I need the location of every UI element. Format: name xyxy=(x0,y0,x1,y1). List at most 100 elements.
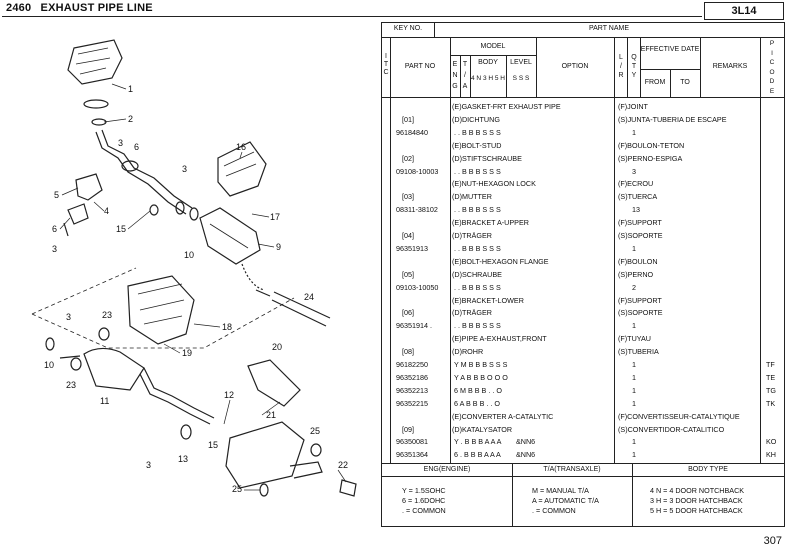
model-cell: . . B B B S S S xyxy=(454,243,501,253)
description-alt-cell: (S)CONVERTIDOR-CATALITICO xyxy=(618,424,725,434)
picode-cell: KO xyxy=(766,437,777,447)
qty-cell: 3 xyxy=(632,166,636,176)
description-alt-cell: (S)JUNTA-TUBERIA DE ESCAPE xyxy=(618,114,727,124)
qty-cell: 1 xyxy=(632,321,636,331)
model-cell: Y A B B B O O O xyxy=(454,372,508,382)
qty-cell: 1 xyxy=(632,450,636,460)
key-no-cell: [02] xyxy=(402,153,414,163)
description-alt-cell: (S)SOPORTE xyxy=(618,308,663,318)
callout-3e: 3 xyxy=(146,460,151,470)
part-no-cell: 96352215 xyxy=(396,398,428,408)
model-cell: 6 M B B B . . O xyxy=(454,385,502,395)
qty-cell: 1 xyxy=(632,385,636,395)
legend-box: ENG(ENGINE) T/A(TRANSAXLE) BODY TYPE Y =… xyxy=(381,463,785,527)
part-no-cell: 09108-10003 xyxy=(396,166,439,176)
callout-6: 6 xyxy=(134,142,139,152)
qty-cell: 2 xyxy=(632,282,636,292)
table-row: (E)BOLT-STUD(F)BOULON-TETON xyxy=(382,140,784,152)
description-cell: (D)ROHR xyxy=(452,347,484,357)
table-row: (E)BRACKET-LOWER(F)SUPPORT xyxy=(382,295,784,307)
tail-muffler xyxy=(225,421,305,489)
table-row: [04](D)TRÄGER(S)SOPORTE xyxy=(382,230,784,242)
table-row: 96351913 . . B B B S S S 1 xyxy=(382,243,784,255)
exhaust-exploded-diagram: 1 2 3 6 5 4 6 3 15 10 16 3 17 9 24 18 19… xyxy=(31,39,357,497)
callout-3d: 3 xyxy=(66,312,71,322)
callout-15b: 15 xyxy=(208,440,218,450)
callout-6b: 6 xyxy=(52,224,57,234)
description-cell: (E)CONVERTER A-CATALYTIC xyxy=(452,411,554,421)
exhaust-manifold xyxy=(67,39,123,85)
callout-9: 9 xyxy=(276,242,281,252)
key-no-cell: [05] xyxy=(402,269,414,279)
table-row: [05](D)SCHRAUBE(S)PERNO xyxy=(382,269,784,281)
callout-2: 2 xyxy=(128,114,133,124)
description-cell: (D)TRÄGER xyxy=(452,308,492,318)
description-cell: (E)BRACKET-LOWER xyxy=(452,295,524,305)
model-cell: Y M B B B S S S xyxy=(454,360,508,369)
header-level-cols: S S S xyxy=(512,75,530,82)
section-code-box: 3L14 xyxy=(704,2,784,20)
callout-22: 22 xyxy=(338,460,348,470)
description-alt-cell: (F)CONVERTISSEUR-CATALYTIQUE xyxy=(618,411,740,421)
description-cell: (D)KATALYSATOR xyxy=(452,424,513,434)
description-cell: (E)BRACKET A-UPPER xyxy=(452,218,529,228)
description-cell: (D)SCHRAUBE xyxy=(452,269,502,279)
qty-cell: 1 xyxy=(632,437,636,447)
description-alt-cell: (S)TUBERIA xyxy=(618,347,659,357)
legend-ta-title: T/A(TRANSAXLE) xyxy=(543,466,601,473)
front-pipe xyxy=(101,129,193,209)
header-body: BODY xyxy=(478,59,498,66)
callout-23: 23 xyxy=(102,310,112,320)
section-number: 2460 xyxy=(6,2,32,14)
callout-18: 18 xyxy=(222,322,232,332)
callout-17: 17 xyxy=(270,212,280,222)
part-no-cell: 96352186 xyxy=(396,372,428,382)
picode-cell: TF xyxy=(766,360,775,369)
qty-cell: 1 xyxy=(632,360,636,369)
part-no-cell: 96184840 xyxy=(396,127,428,137)
description-cell: (D)TRÄGER xyxy=(452,231,492,240)
callout-5: 5 xyxy=(54,190,59,200)
model-cell: . . B B B S S S xyxy=(454,321,501,331)
callout-11: 11 xyxy=(100,396,109,406)
qty-cell: 1 xyxy=(632,243,636,253)
description-alt-cell: (F)TUYAU xyxy=(618,334,652,344)
callout-labels: 1 2 3 6 5 4 6 3 15 10 16 3 17 9 24 18 19… xyxy=(44,84,348,494)
picode-cell: TK xyxy=(766,398,776,408)
description-alt-cell: (F)ECROU xyxy=(618,179,654,189)
page-number: 307 xyxy=(763,535,782,547)
description-alt-cell: (F)BOULON-TETON xyxy=(618,140,685,150)
header-part-no: PART NO xyxy=(404,63,436,70)
qty-cell: 1 xyxy=(632,398,636,408)
picode-cell: TG xyxy=(766,385,776,395)
header-from: FROM xyxy=(644,79,666,86)
table-row: (E)PIPE A-EXHAUST,FRONT (F)TUYAU xyxy=(382,333,784,345)
picode-cell: KH xyxy=(766,450,776,460)
part-no-cell: 09103-10050 xyxy=(396,282,439,292)
gasket-01 xyxy=(83,99,109,109)
resonator xyxy=(83,347,145,391)
part-no-cell: 96351913 xyxy=(396,243,428,253)
description-cell: (E)PIPE A-EXHAUST,FRONT xyxy=(452,334,547,344)
table-row: [02](D)STIFTSCHRAUBE(S)PERNO-ESPIGA xyxy=(382,153,784,165)
callout-24: 24 xyxy=(304,292,314,302)
callout-12: 12 xyxy=(224,390,234,400)
header-level: LEVEL xyxy=(510,59,532,66)
key-no-cell: [04] xyxy=(402,231,414,240)
description-cell: (E)GASKET-FRT EXHAUST PIPE xyxy=(452,102,561,111)
description-alt-cell: (F)JOINT xyxy=(618,102,648,111)
callout-19: 19 xyxy=(182,348,192,358)
model-cell: . . B B B S S S xyxy=(454,127,501,137)
part-no-cell: 96351914 . xyxy=(396,321,432,331)
